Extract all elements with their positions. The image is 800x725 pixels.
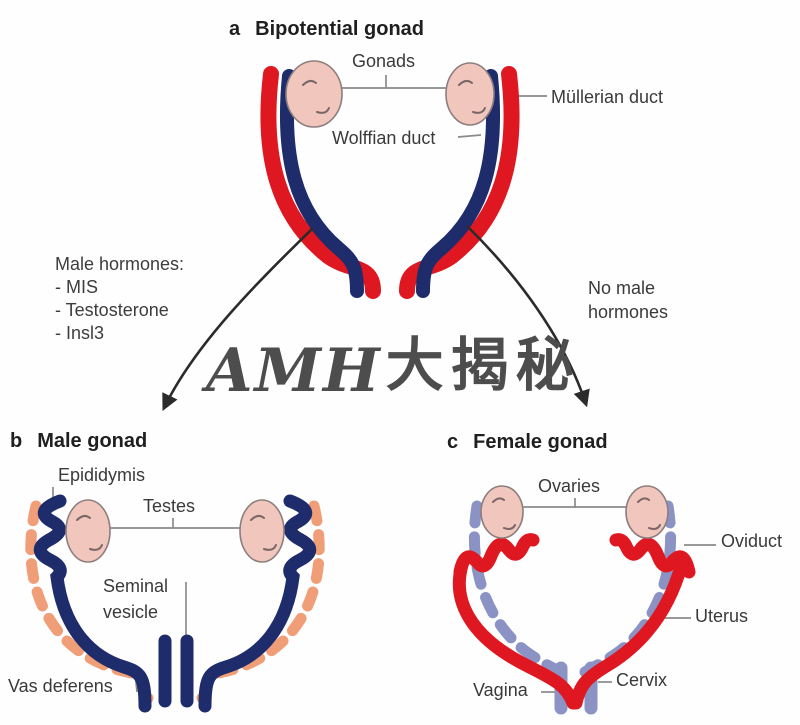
- epididymis-vas-left-path: [33, 494, 152, 713]
- testes-label: Testes: [143, 496, 196, 516]
- gonad-left-marks: [302, 79, 330, 114]
- uterus-left-path: [452, 558, 580, 710]
- panel-c-title: Female gonad: [473, 431, 608, 453]
- ovary-right-marks: [637, 497, 661, 530]
- cervix-label: Cervix: [616, 670, 668, 690]
- wolffian-duct-label: Wolffian duct: [332, 128, 436, 148]
- panel-b-heading: b Male gonad: [10, 430, 147, 453]
- panel-c-letter: c: [447, 431, 459, 453]
- mullerian-duct-label: Müllerian duct: [551, 87, 664, 107]
- ovary-left: [480, 485, 524, 539]
- male-hormone-item-testosterone: - Testosterone: [55, 300, 169, 320]
- wolffian-remnant-left: [468, 500, 566, 678]
- female-branch-arrow: [466, 225, 590, 408]
- wolffian-duct-left-path: [279, 69, 364, 298]
- bipotential-gonad-figure: [260, 60, 547, 299]
- gonad-left: [285, 60, 343, 128]
- male-hormone-item-mis: - MIS: [55, 277, 98, 297]
- male-branch-arrow: [162, 227, 314, 412]
- watermark-latin: AMH: [206, 336, 382, 406]
- gonad-right: [445, 62, 495, 126]
- panel-b-title: Male gonad: [37, 430, 148, 452]
- ovary-right: [625, 485, 669, 539]
- uterus-right-path: [569, 556, 689, 710]
- epididymis-vas-right-path: [198, 494, 317, 713]
- testis-right-marks: [250, 514, 277, 551]
- testis-left-marks: [76, 514, 103, 551]
- panel-a-letter: a: [229, 18, 241, 40]
- seminal-vesicle-label: Seminal vesicle: [103, 576, 169, 622]
- male-hormone-item-insl3: - Insl3: [55, 323, 105, 343]
- vas-deferens-label: Vas deferens: [8, 676, 113, 696]
- panel-a-heading: a Bipotential gonad: [229, 18, 424, 41]
- ovary-left-marks: [492, 497, 516, 530]
- wolffian-leader-line: [457, 134, 482, 138]
- testis-right: [239, 499, 285, 563]
- branch-arrows: [162, 225, 590, 412]
- watermark-chinese: 大揭秘: [385, 331, 581, 399]
- panel-b-letter: b: [10, 430, 23, 452]
- oviduct-label: Oviduct: [721, 531, 783, 551]
- vagina-label: Vagina: [473, 680, 528, 700]
- panel-c-heading: c Female gonad: [447, 431, 608, 454]
- ovaries-label: Ovaries: [538, 476, 601, 496]
- mullerian-duct-left-path: [260, 66, 381, 299]
- uterus-label: Uterus: [695, 606, 749, 626]
- testis-left: [65, 499, 111, 563]
- oviduct-left-path: [453, 533, 540, 579]
- gonad-right-marks: [458, 79, 486, 114]
- male-gonad-figure: [25, 487, 325, 713]
- no-male-hormones-label: No male hormones: [588, 278, 669, 322]
- watermark-text: AMH大揭秘: [206, 318, 586, 406]
- panel-a-title: Bipotential gonad: [255, 18, 425, 40]
- male-hormones-block: Male hormones: - MIS - Testosterone - In…: [55, 253, 184, 345]
- gonads-label: Gonads: [352, 51, 416, 71]
- epididymis-label: Epididymis: [58, 465, 146, 485]
- mullerian-duct-right-path: [399, 66, 520, 299]
- wolffian-duct-right-path: [416, 69, 501, 298]
- female-gonad-figure: [452, 485, 716, 715]
- oviduct-right-path: [609, 533, 696, 579]
- male-hormones-heading: Male hormones:: [55, 254, 185, 274]
